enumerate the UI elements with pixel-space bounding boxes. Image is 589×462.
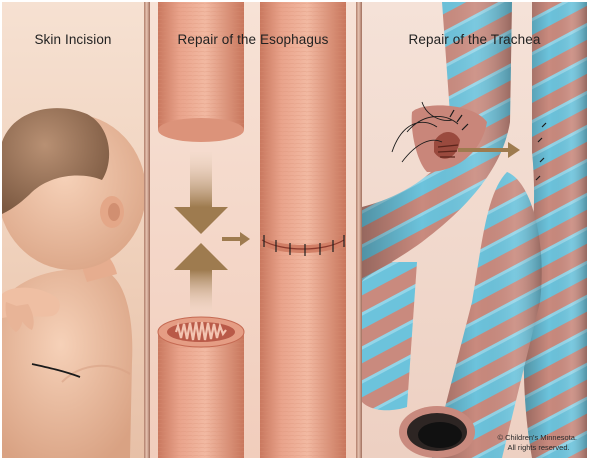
panel-skin-incision: Skin Incision <box>2 2 144 458</box>
skin-incision-illustration <box>2 2 144 458</box>
upper-esophagus-pouch <box>158 2 244 142</box>
copyright-notice: © Children's Minnesota. All rights reser… <box>498 433 578 452</box>
copyright-line-1: © Children's Minnesota. <box>498 433 578 443</box>
esophagus-repair-illustration <box>150 2 356 458</box>
panel-trachea-repair: Repair of the Trachea © Children's Minne… <box>362 2 587 458</box>
panel-esophagus-repair: Repair of the Esophagus <box>150 2 356 458</box>
repaired-esophagus <box>260 2 346 458</box>
trachea-repair-illustration <box>362 2 587 458</box>
lower-esophagus-segment <box>158 317 244 458</box>
panel-title-esophagus-repair: Repair of the Esophagus <box>150 32 356 47</box>
copyright-line-2: All rights reserved. <box>498 443 578 453</box>
panel-title-skin-incision: Skin Incision <box>2 32 144 47</box>
panel-title-trachea-repair: Repair of the Trachea <box>362 32 587 47</box>
